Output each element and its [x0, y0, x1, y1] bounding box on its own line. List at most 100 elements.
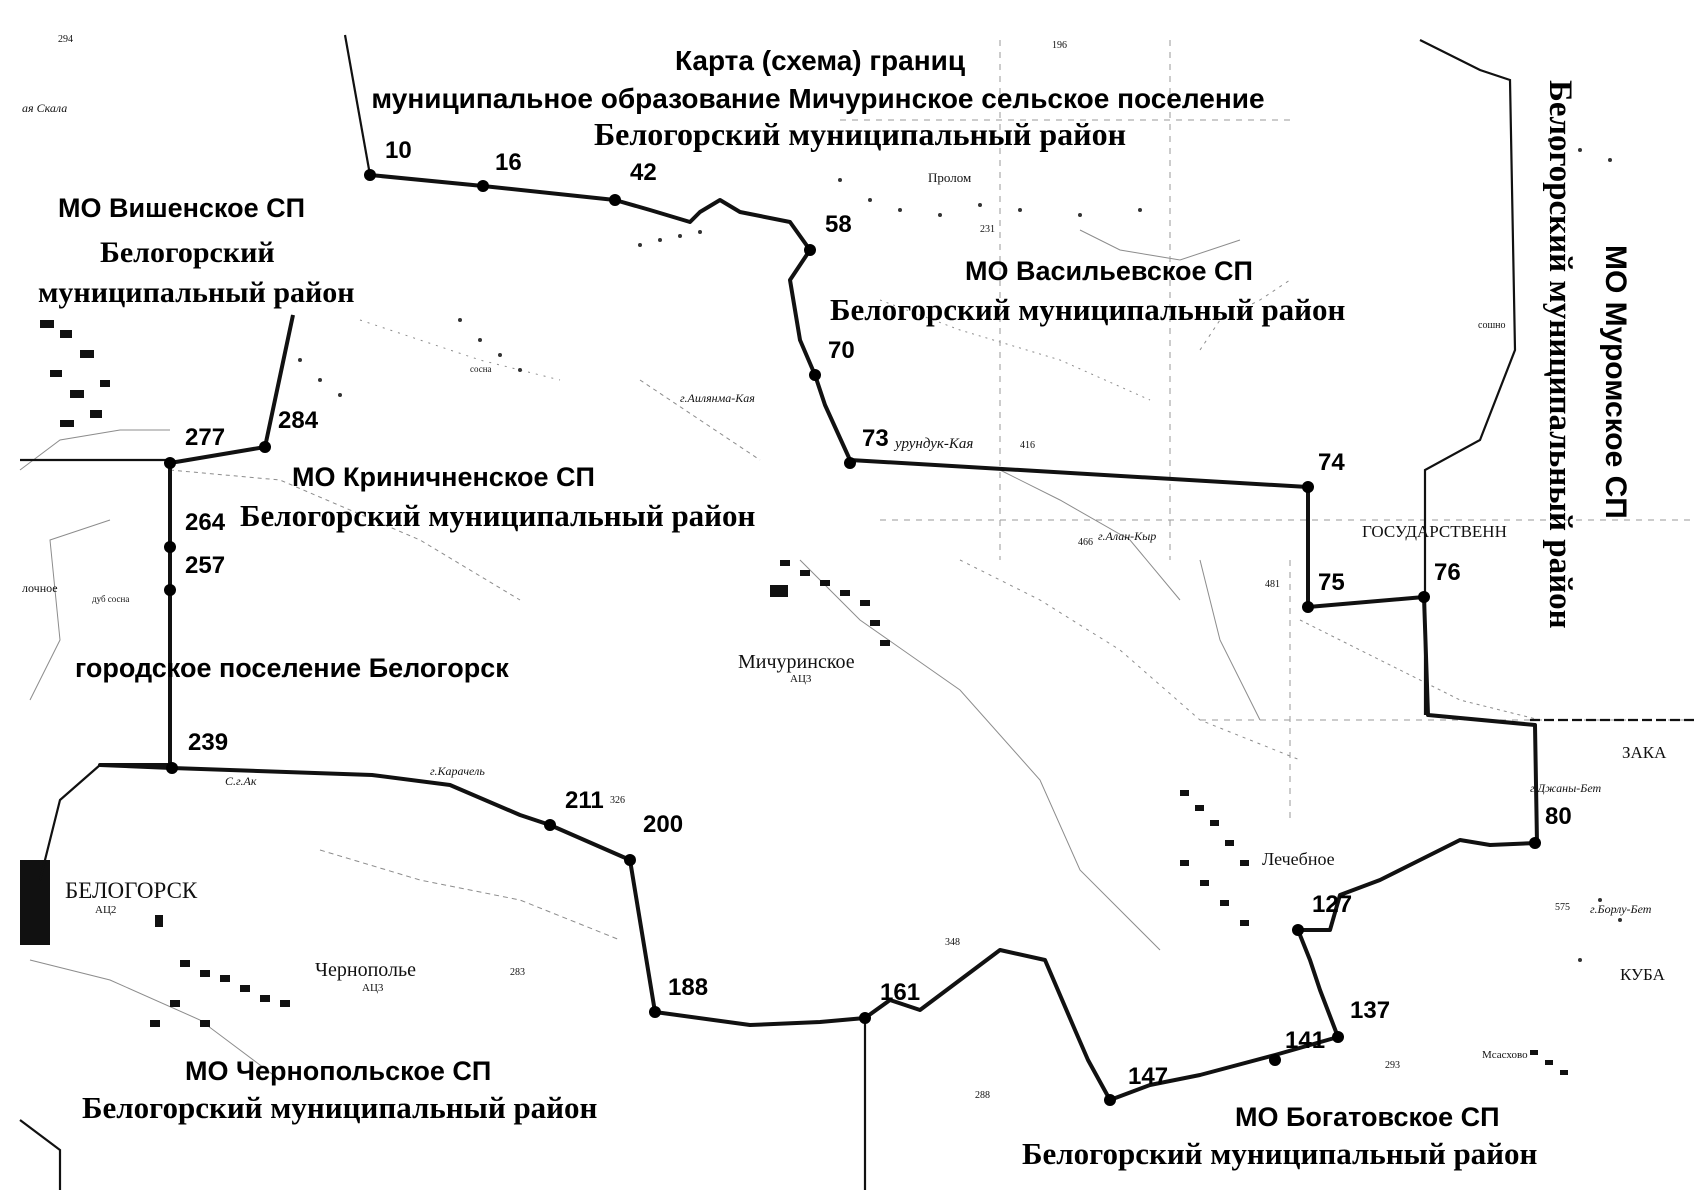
point-label-42: 42 — [630, 159, 657, 186]
contour-line — [1199, 279, 1291, 351]
point-label-239: 239 — [188, 729, 228, 756]
point-label-70: 70 — [828, 337, 855, 364]
point-marker — [477, 180, 489, 192]
label-lochnoe: лочное — [22, 581, 58, 595]
michurinskoe-boundary — [98, 173, 1539, 1102]
point-label-147: 147 — [1128, 1063, 1168, 1090]
height-575: 575 — [1555, 902, 1570, 913]
region-vishenskoe-district-1: Белогорский — [100, 236, 275, 269]
region-muromskoe: МО Муромское СП — [1599, 245, 1632, 519]
height-293: 293 — [1385, 1060, 1400, 1071]
label-karachel: г.Карачель — [430, 764, 485, 778]
boundary-segment — [1419, 39, 1517, 715]
label-burunduk: урундук-Кая — [893, 436, 973, 452]
settlement-belogorsk: БЕЛОГОРСК — [65, 878, 198, 903]
point-label-257: 257 — [185, 552, 225, 579]
label-zaka: ЗАКА — [1622, 743, 1667, 762]
point-marker — [1529, 837, 1541, 849]
point-label-75: 75 — [1318, 569, 1345, 596]
contour-line — [959, 559, 1301, 761]
region-muromskoe-district: Белогорский муниципальный район — [1542, 80, 1578, 629]
region-labels: МО Вишенское СП Белогорский муниципальны… — [38, 80, 1632, 1171]
region-chernopolskoe-district: Белогорский муниципальный район — [82, 1090, 598, 1125]
label-dzhanyk: г.Джаны-Бет — [1530, 781, 1601, 795]
road-line — [29, 519, 111, 701]
settlement-labels: Мичуринское АЦ3 БЕЛОГОРСК АЦ2 Чернополье… — [65, 170, 1528, 1061]
point-label-80: 80 — [1545, 803, 1572, 830]
point-label-10: 10 — [385, 137, 412, 164]
region-belogorsk-gp: городское поселение Белогорск — [75, 653, 509, 683]
point-label-264: 264 — [185, 509, 226, 536]
settlement-michurinskoe: Мичуринское — [738, 651, 855, 673]
point-marker — [1269, 1054, 1281, 1066]
label-skala: ая Скала — [22, 101, 67, 115]
settlement-lechebnoe: Лечебное — [1262, 849, 1335, 869]
height-288: 288 — [975, 1090, 990, 1101]
height-466: 466 — [1078, 537, 1093, 548]
point-marker — [809, 369, 821, 381]
contour-line — [639, 379, 761, 461]
contour-line — [359, 319, 561, 381]
region-krinichnenskoe-district: Белогорский муниципальный район — [240, 498, 756, 533]
label-gosudarstv: ГОСУДАРСТВЕНН — [1362, 522, 1507, 541]
point-marker — [164, 457, 176, 469]
settlement-chernopole-code: АЦ3 — [362, 982, 384, 994]
point-marker — [624, 854, 636, 866]
region-vasilevskoe-district: Белогорский муниципальный район — [830, 292, 1346, 327]
point-marker — [804, 244, 816, 256]
point-label-74: 74 — [1318, 449, 1345, 476]
point-label-137: 137 — [1350, 997, 1390, 1024]
label-dub-sosna: дуб сосна — [92, 594, 129, 604]
point-marker — [1418, 591, 1430, 603]
settlement-belogorsk-code: АЦ2 — [95, 904, 116, 916]
settlement-blocks — [20, 320, 1568, 1075]
point-label-141: 141 — [1285, 1027, 1325, 1054]
title-line-3: Белогорский муниципальный район — [594, 116, 1126, 152]
belogorsk-block — [20, 860, 50, 945]
point-label-277: 277 — [185, 424, 225, 451]
label-soshno: сошно — [1478, 320, 1506, 331]
contour-line — [999, 469, 1181, 601]
point-marker — [1104, 1094, 1116, 1106]
point-label-76: 76 — [1434, 559, 1461, 586]
point-marker — [844, 457, 856, 469]
point-marker — [1302, 481, 1314, 493]
point-label-16: 16 — [495, 149, 522, 176]
title-line-2: муниципальное образование Мичуринское се… — [371, 83, 1264, 114]
region-vishenskoe-district-2: муниципальный район — [38, 276, 355, 309]
settlement-michurinskoe-code: АЦ3 — [790, 673, 812, 685]
point-marker — [1302, 601, 1314, 613]
height-283: 283 — [510, 967, 525, 978]
contour-line — [879, 299, 1151, 401]
boundary-segment — [19, 1119, 62, 1190]
label-ailyanma: г.Аилянма-Кая — [680, 391, 755, 405]
contour-line — [169, 469, 521, 601]
point-marker — [649, 1006, 661, 1018]
point-marker — [259, 441, 271, 453]
point-label-284: 284 — [278, 407, 319, 434]
map-title: Карта (схема) границ муниципальное образ… — [371, 45, 1264, 152]
point-label-161: 161 — [880, 979, 920, 1006]
point-label-73: 73 — [862, 425, 889, 452]
contour-line — [319, 849, 621, 941]
point-marker — [364, 169, 376, 181]
region-vasilevskoe: МО Васильевское СП — [965, 256, 1253, 286]
point-label-127: 127 — [1312, 891, 1352, 918]
point-marker — [1332, 1031, 1344, 1043]
road-line — [799, 559, 1161, 951]
contour-line — [1079, 229, 1241, 261]
point-label-200: 200 — [643, 811, 683, 838]
river-line — [1199, 559, 1261, 721]
settlement-meskhovo: Мсасхово — [1482, 1049, 1528, 1061]
title-line-1: Карта (схема) границ — [675, 45, 965, 76]
point-marker — [609, 194, 621, 206]
map-small-labels: г.Аилянма-Кая урундук-Кая г.Алан-Кыр г.К… — [22, 34, 1667, 1101]
height-231: 231 — [980, 224, 995, 235]
label-sosna: сосна — [470, 364, 492, 374]
point-label-58: 58 — [825, 211, 852, 238]
region-chernopolskoe: МО Чернопольское СП — [185, 1056, 491, 1086]
point-marker — [166, 762, 178, 774]
region-bogatovskoe-district: Белогорский муниципальный район — [1022, 1136, 1538, 1171]
boundary-segment — [38, 764, 101, 881]
